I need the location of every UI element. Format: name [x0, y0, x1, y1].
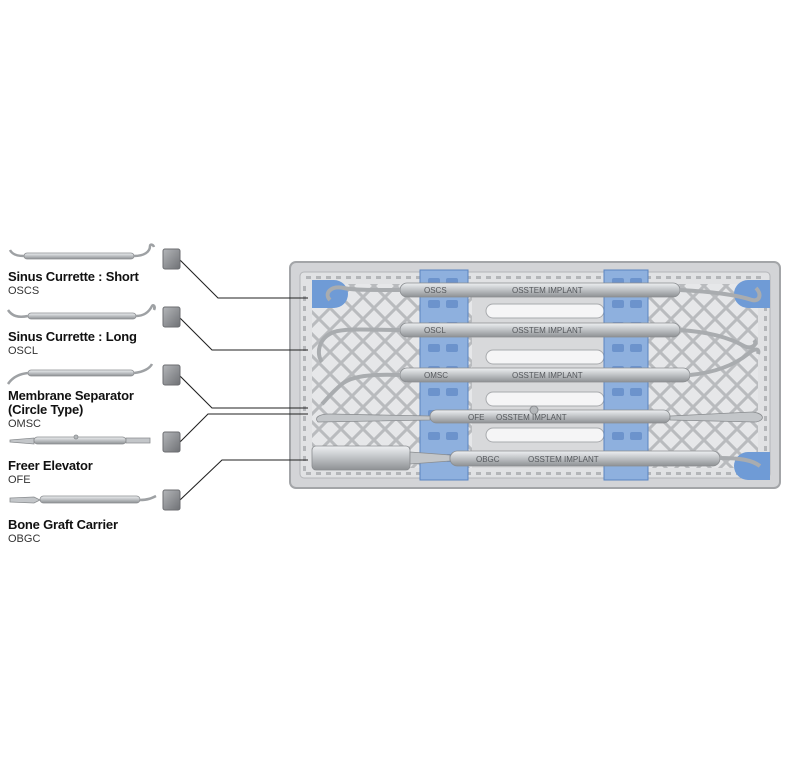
tool-name: Sinus Currette : Long [8, 329, 137, 344]
legend-instrument-oscs [8, 243, 156, 260]
tool-code: OSCL [8, 345, 38, 357]
handle-code-omsc: OMSC [424, 371, 448, 380]
legend-instrument-illustrations [6, 243, 157, 504]
leader-lines [179, 259, 308, 501]
handle-brand-oscl: OSSTEM IMPLANT [512, 326, 583, 335]
marker-oscs [162, 248, 181, 270]
tray-instrument-ofe[interactable] [316, 405, 763, 424]
handle-code-oscl: OSCL [424, 326, 446, 335]
tray-end-cushions [312, 280, 770, 480]
label-ofe: Freer Elevator OFE [8, 459, 93, 486]
tool-code: OSCS [8, 285, 40, 297]
handle-brand-omsc: OSSTEM IMPLANT [512, 371, 583, 380]
tray-instrument-oscs[interactable] [325, 282, 762, 303]
tool-name: Sinus Currette : Short [8, 269, 139, 284]
tool-code: OFE [8, 474, 31, 486]
tool-code: OMSC [8, 418, 41, 430]
marker-omsc [162, 364, 181, 386]
label-oscl: Sinus Currette : Long OSCL [8, 330, 137, 357]
legend-instrument-obgc [9, 494, 157, 504]
tray-instrument-omsc[interactable] [320, 347, 761, 406]
tool-name-line2: (Circle Type) [8, 402, 84, 417]
tool-code: OBGC [8, 533, 41, 545]
callout-markers [162, 248, 181, 511]
label-oscs: Sinus Currette : Short OSCS [8, 270, 139, 297]
tray-center-slots [485, 303, 605, 443]
marker-oscl [162, 306, 181, 328]
tool-name: Freer Elevator [8, 458, 93, 473]
handle-brand-obgc: OSSTEM IMPLANT [528, 455, 599, 464]
leader-line-obgc [179, 459, 308, 501]
marker-obgc [162, 489, 181, 511]
tray-instruments: OSCS OSSTEM IMPLANT OSCL OSSTEM IMPLANT … [311, 282, 763, 471]
leader-line-omsc [179, 375, 308, 409]
handle-code-ofe: OFE [468, 413, 484, 422]
label-obgc: Bone Graft Carrier OBGC [8, 518, 118, 545]
tool-name: Bone Graft Carrier [8, 517, 118, 532]
handle-code-obgc: OBGC [476, 455, 500, 464]
tray-instrument-oscl[interactable] [316, 322, 758, 364]
leader-line-ofe [179, 413, 308, 443]
legend-instrument-ofe [9, 434, 151, 445]
legend-instrument-oscl [6, 303, 156, 320]
label-omsc: Membrane Separator (Circle Type) OMSC [8, 389, 134, 430]
legend-instrument-omsc [6, 363, 154, 385]
marker-ofe [162, 431, 181, 453]
handle-brand-ofe: OSSTEM IMPLANT [496, 413, 567, 422]
tool-name: Membrane Separator [8, 388, 134, 403]
leader-line-oscl [179, 317, 308, 351]
handle-code-oscs: OSCS [424, 286, 447, 295]
tray-instrument-obgc[interactable] [311, 445, 762, 471]
leader-line-oscs [179, 259, 308, 299]
handle-brand-oscs: OSSTEM IMPLANT [512, 286, 583, 295]
